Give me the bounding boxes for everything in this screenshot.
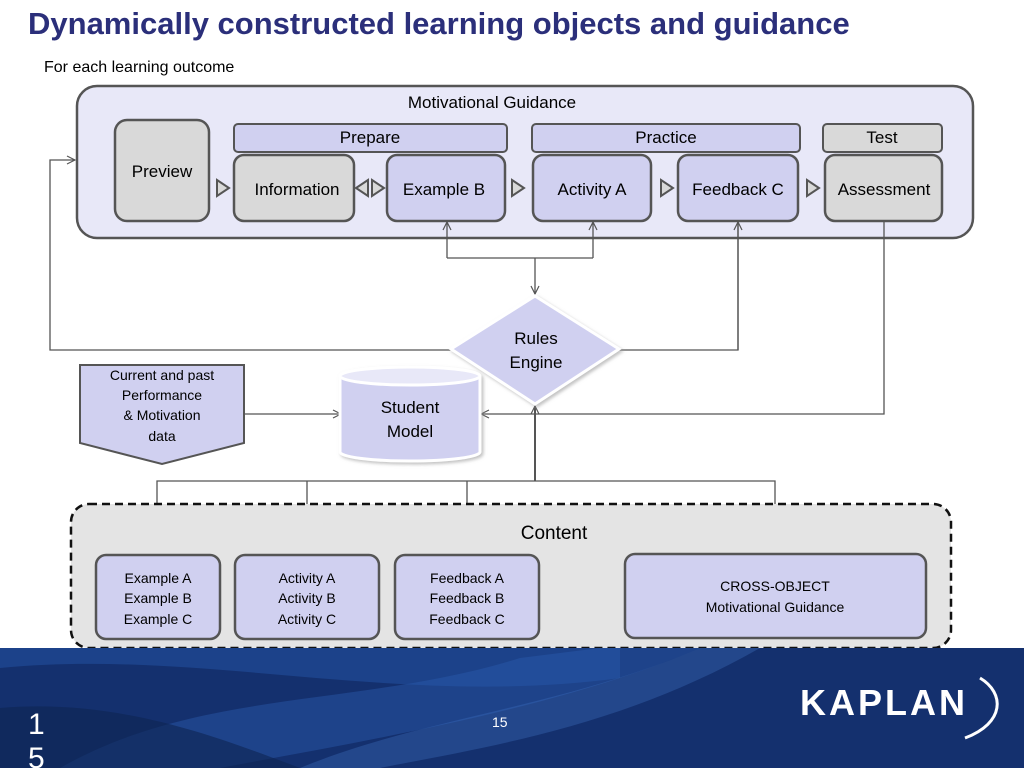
page-title: Dynamically constructed learning objects…: [28, 6, 850, 41]
rules-engine-diamond: [448, 294, 622, 406]
flow-arrow-icons: [216, 178, 821, 198]
content-example-b: Example B: [124, 590, 192, 606]
stage-practice-label: Practice: [635, 128, 696, 147]
stage-prepare: [233, 123, 508, 153]
node-activity-a-label: Activity A: [558, 180, 628, 199]
performance-data-line-3: & Motivation: [123, 407, 200, 423]
content-label: Content: [521, 523, 588, 544]
content-activities-box: [233, 553, 381, 641]
content-cross-object-box: [623, 552, 928, 640]
student-model-cylinder: [338, 365, 482, 463]
page-subtitle: For each learning outcome: [44, 59, 235, 76]
content-example-a: Example A: [125, 570, 193, 586]
stage-prepare-label: Prepare: [340, 128, 400, 147]
content-cross-object-line-2: Motivational Guidance: [706, 599, 845, 615]
kaplan-logo-arc-icon: [964, 676, 999, 740]
content-examples-box: [94, 553, 222, 641]
content-feedback-c: Feedback C: [429, 611, 504, 627]
content-cross-object-line-1: CROSS-OBJECT: [720, 578, 830, 594]
content-feedback-b: Feedback B: [430, 590, 505, 606]
content-feedback-a: Feedback A: [430, 570, 505, 586]
content-activity-c: Activity C: [278, 611, 336, 627]
performance-data-line-4: data: [148, 428, 175, 444]
student-model-label-1: Student: [381, 398, 440, 417]
rules-engine-label-2: Engine: [510, 353, 563, 372]
slide-number: 15: [28, 708, 45, 775]
node-preview: [113, 118, 211, 223]
node-assessment-label: Assessment: [838, 180, 931, 199]
content-activity-a: Activity A: [279, 570, 336, 586]
motivational-guidance-label: Motivational Guidance: [408, 93, 576, 112]
content-feedbacks-box: [393, 553, 541, 641]
stage-test-label: Test: [866, 128, 897, 147]
kaplan-logo: KAPLAN: [800, 682, 968, 723]
footer-wave-decoration: [0, 648, 1024, 768]
page-number: 15: [492, 714, 508, 730]
performance-data-line-1: Current and past: [110, 367, 214, 383]
content-example-c: Example C: [124, 611, 192, 627]
content-activity-b: Activity B: [278, 590, 336, 606]
learning-flow-diagram: Motivational Guidance Prepare Practice T…: [49, 84, 975, 648]
footer-band: [0, 648, 1024, 768]
performance-data-shape: [79, 364, 245, 466]
node-preview-label: Preview: [132, 162, 193, 181]
stage-practice: [531, 123, 801, 153]
node-information: [232, 153, 356, 223]
stage-test: [822, 123, 943, 153]
node-assessment: [823, 153, 944, 223]
student-model-label-2: Model: [387, 422, 433, 441]
performance-data-line-2: Performance: [122, 387, 202, 403]
node-information-label: Information: [254, 180, 339, 199]
node-example-b-label: Example B: [403, 180, 485, 199]
rules-engine-label-1: Rules: [514, 329, 557, 348]
node-feedback-c-label: Feedback C: [692, 180, 784, 199]
